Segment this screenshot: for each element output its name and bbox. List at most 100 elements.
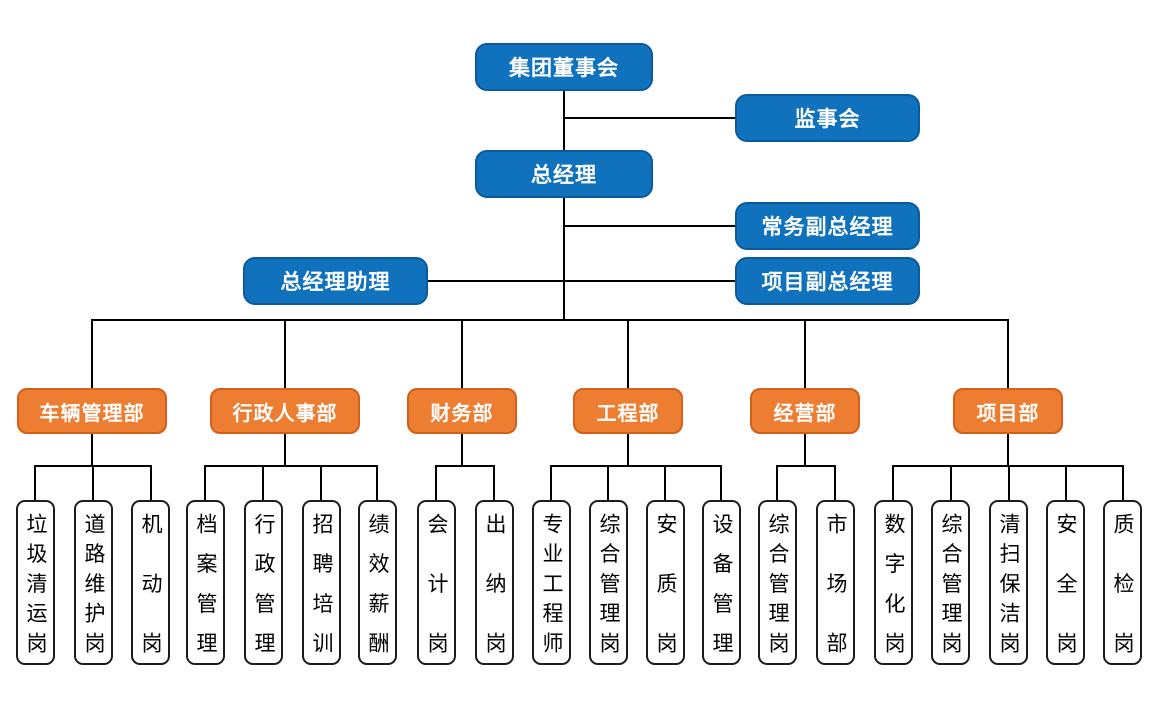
position-box: 市场部 — [816, 500, 855, 665]
connector-line — [550, 465, 722, 467]
position-box: 质检岗 — [1103, 500, 1142, 665]
position-label: 安质岗 — [654, 512, 678, 653]
position-label: 清扫保洁岗 — [997, 512, 1021, 653]
connector-line — [1007, 320, 1009, 388]
connector-line — [892, 466, 894, 500]
position-box: 会计岗 — [417, 500, 456, 665]
node-supervisory-board: 监事会 — [735, 94, 920, 142]
position-box: 出纳岗 — [475, 500, 514, 665]
connector-line — [91, 434, 93, 467]
node-executive-deputy-gm: 常务副总经理 — [735, 202, 920, 250]
position-label: 综合管理岗 — [766, 512, 790, 653]
position-box: 专业工程师 — [532, 500, 571, 665]
connector-line — [284, 434, 286, 467]
node-label: 监事会 — [794, 107, 861, 131]
connector-line — [563, 117, 736, 119]
node-general-manager: 总经理 — [475, 150, 653, 198]
connector-line — [804, 434, 806, 467]
position-label: 招聘培训 — [310, 512, 334, 653]
position-label: 行政管理 — [252, 512, 276, 653]
position-label: 出纳岗 — [483, 512, 507, 653]
node-label: 财务部 — [430, 400, 494, 425]
connector-line — [776, 465, 836, 467]
position-box: 机动岗 — [131, 500, 170, 665]
connector-line — [284, 320, 286, 388]
node-dept-engineering: 工程部 — [573, 388, 683, 434]
position-box: 安全岗 — [1046, 500, 1085, 665]
position-label: 会计岗 — [425, 512, 449, 653]
position-label: 档案管理 — [194, 512, 218, 653]
position-label: 道路维护岗 — [82, 512, 106, 653]
connector-line — [1122, 466, 1124, 500]
position-label: 机动岗 — [139, 512, 163, 653]
node-label: 工程部 — [596, 400, 660, 425]
connector-line — [92, 466, 94, 500]
connector-line — [461, 434, 463, 467]
node-dept-finance: 财务部 — [407, 388, 517, 434]
position-box: 综合管理岗 — [589, 500, 628, 665]
node-dept-vehicle-management: 车辆管理部 — [17, 388, 167, 434]
connector-line — [461, 320, 463, 388]
position-label: 设备管理 — [710, 512, 734, 653]
connector-line — [607, 466, 609, 500]
connector-line — [262, 466, 264, 500]
position-box: 综合管理岗 — [931, 500, 970, 665]
position-label: 安全岗 — [1054, 512, 1078, 653]
node-label: 常务副总经理 — [761, 215, 894, 239]
node-board: 集团董事会 — [475, 43, 653, 91]
connector-line — [91, 319, 1009, 321]
connector-line — [1008, 466, 1010, 500]
position-label: 绩效薪酬 — [366, 512, 390, 653]
node-label: 行政人事部 — [232, 400, 338, 425]
position-label: 市场部 — [824, 512, 848, 653]
position-box: 行政管理 — [244, 500, 283, 665]
node-dept-admin-hr: 行政人事部 — [210, 388, 360, 434]
position-box: 设备管理 — [702, 500, 741, 665]
connector-line — [834, 466, 836, 500]
node-label: 车辆管理部 — [39, 400, 145, 425]
position-label: 综合管理岗 — [597, 512, 621, 653]
connector-line — [950, 466, 952, 500]
node-project-deputy-gm: 项目副总经理 — [735, 257, 920, 305]
connector-line — [627, 320, 629, 388]
connector-line — [435, 466, 437, 500]
connector-line — [320, 466, 322, 500]
connector-line — [1065, 466, 1067, 500]
connector-line — [563, 91, 565, 151]
position-box: 道路维护岗 — [74, 500, 113, 665]
node-label: 总经理助理 — [280, 270, 391, 294]
position-label: 质检岗 — [1111, 512, 1135, 653]
position-label: 专业工程师 — [540, 512, 564, 653]
connector-line — [1007, 434, 1009, 467]
connector-line — [664, 466, 666, 500]
position-box: 清扫保洁岗 — [989, 500, 1028, 665]
position-box: 档案管理 — [186, 500, 225, 665]
position-box: 绩效薪酬 — [358, 500, 397, 665]
connector-line — [91, 320, 93, 388]
connector-line — [435, 465, 495, 467]
connector-line — [563, 225, 736, 227]
node-label: 项目副总经理 — [761, 270, 894, 294]
connector-line — [563, 198, 565, 321]
connector-line — [34, 466, 36, 500]
node-label: 集团董事会 — [509, 56, 619, 80]
connector-line — [428, 280, 736, 282]
node-dept-operations: 经营部 — [750, 388, 860, 434]
connector-line — [550, 466, 552, 500]
position-box: 招聘培训 — [302, 500, 341, 665]
node-label: 经营部 — [773, 400, 837, 425]
connector-line — [804, 320, 806, 388]
connector-line — [493, 466, 495, 500]
connector-line — [204, 466, 206, 500]
connector-line — [776, 466, 778, 500]
connector-line — [204, 465, 378, 467]
position-box: 垃圾清运岗 — [16, 500, 55, 665]
position-label: 综合管理岗 — [939, 512, 963, 653]
node-label: 项目部 — [976, 400, 1040, 425]
position-box: 综合管理岗 — [758, 500, 797, 665]
node-label: 总经理 — [531, 163, 597, 187]
node-dept-project: 项目部 — [953, 388, 1063, 434]
position-label: 数字化岗 — [882, 512, 906, 653]
node-gm-assistant: 总经理助理 — [243, 257, 428, 305]
